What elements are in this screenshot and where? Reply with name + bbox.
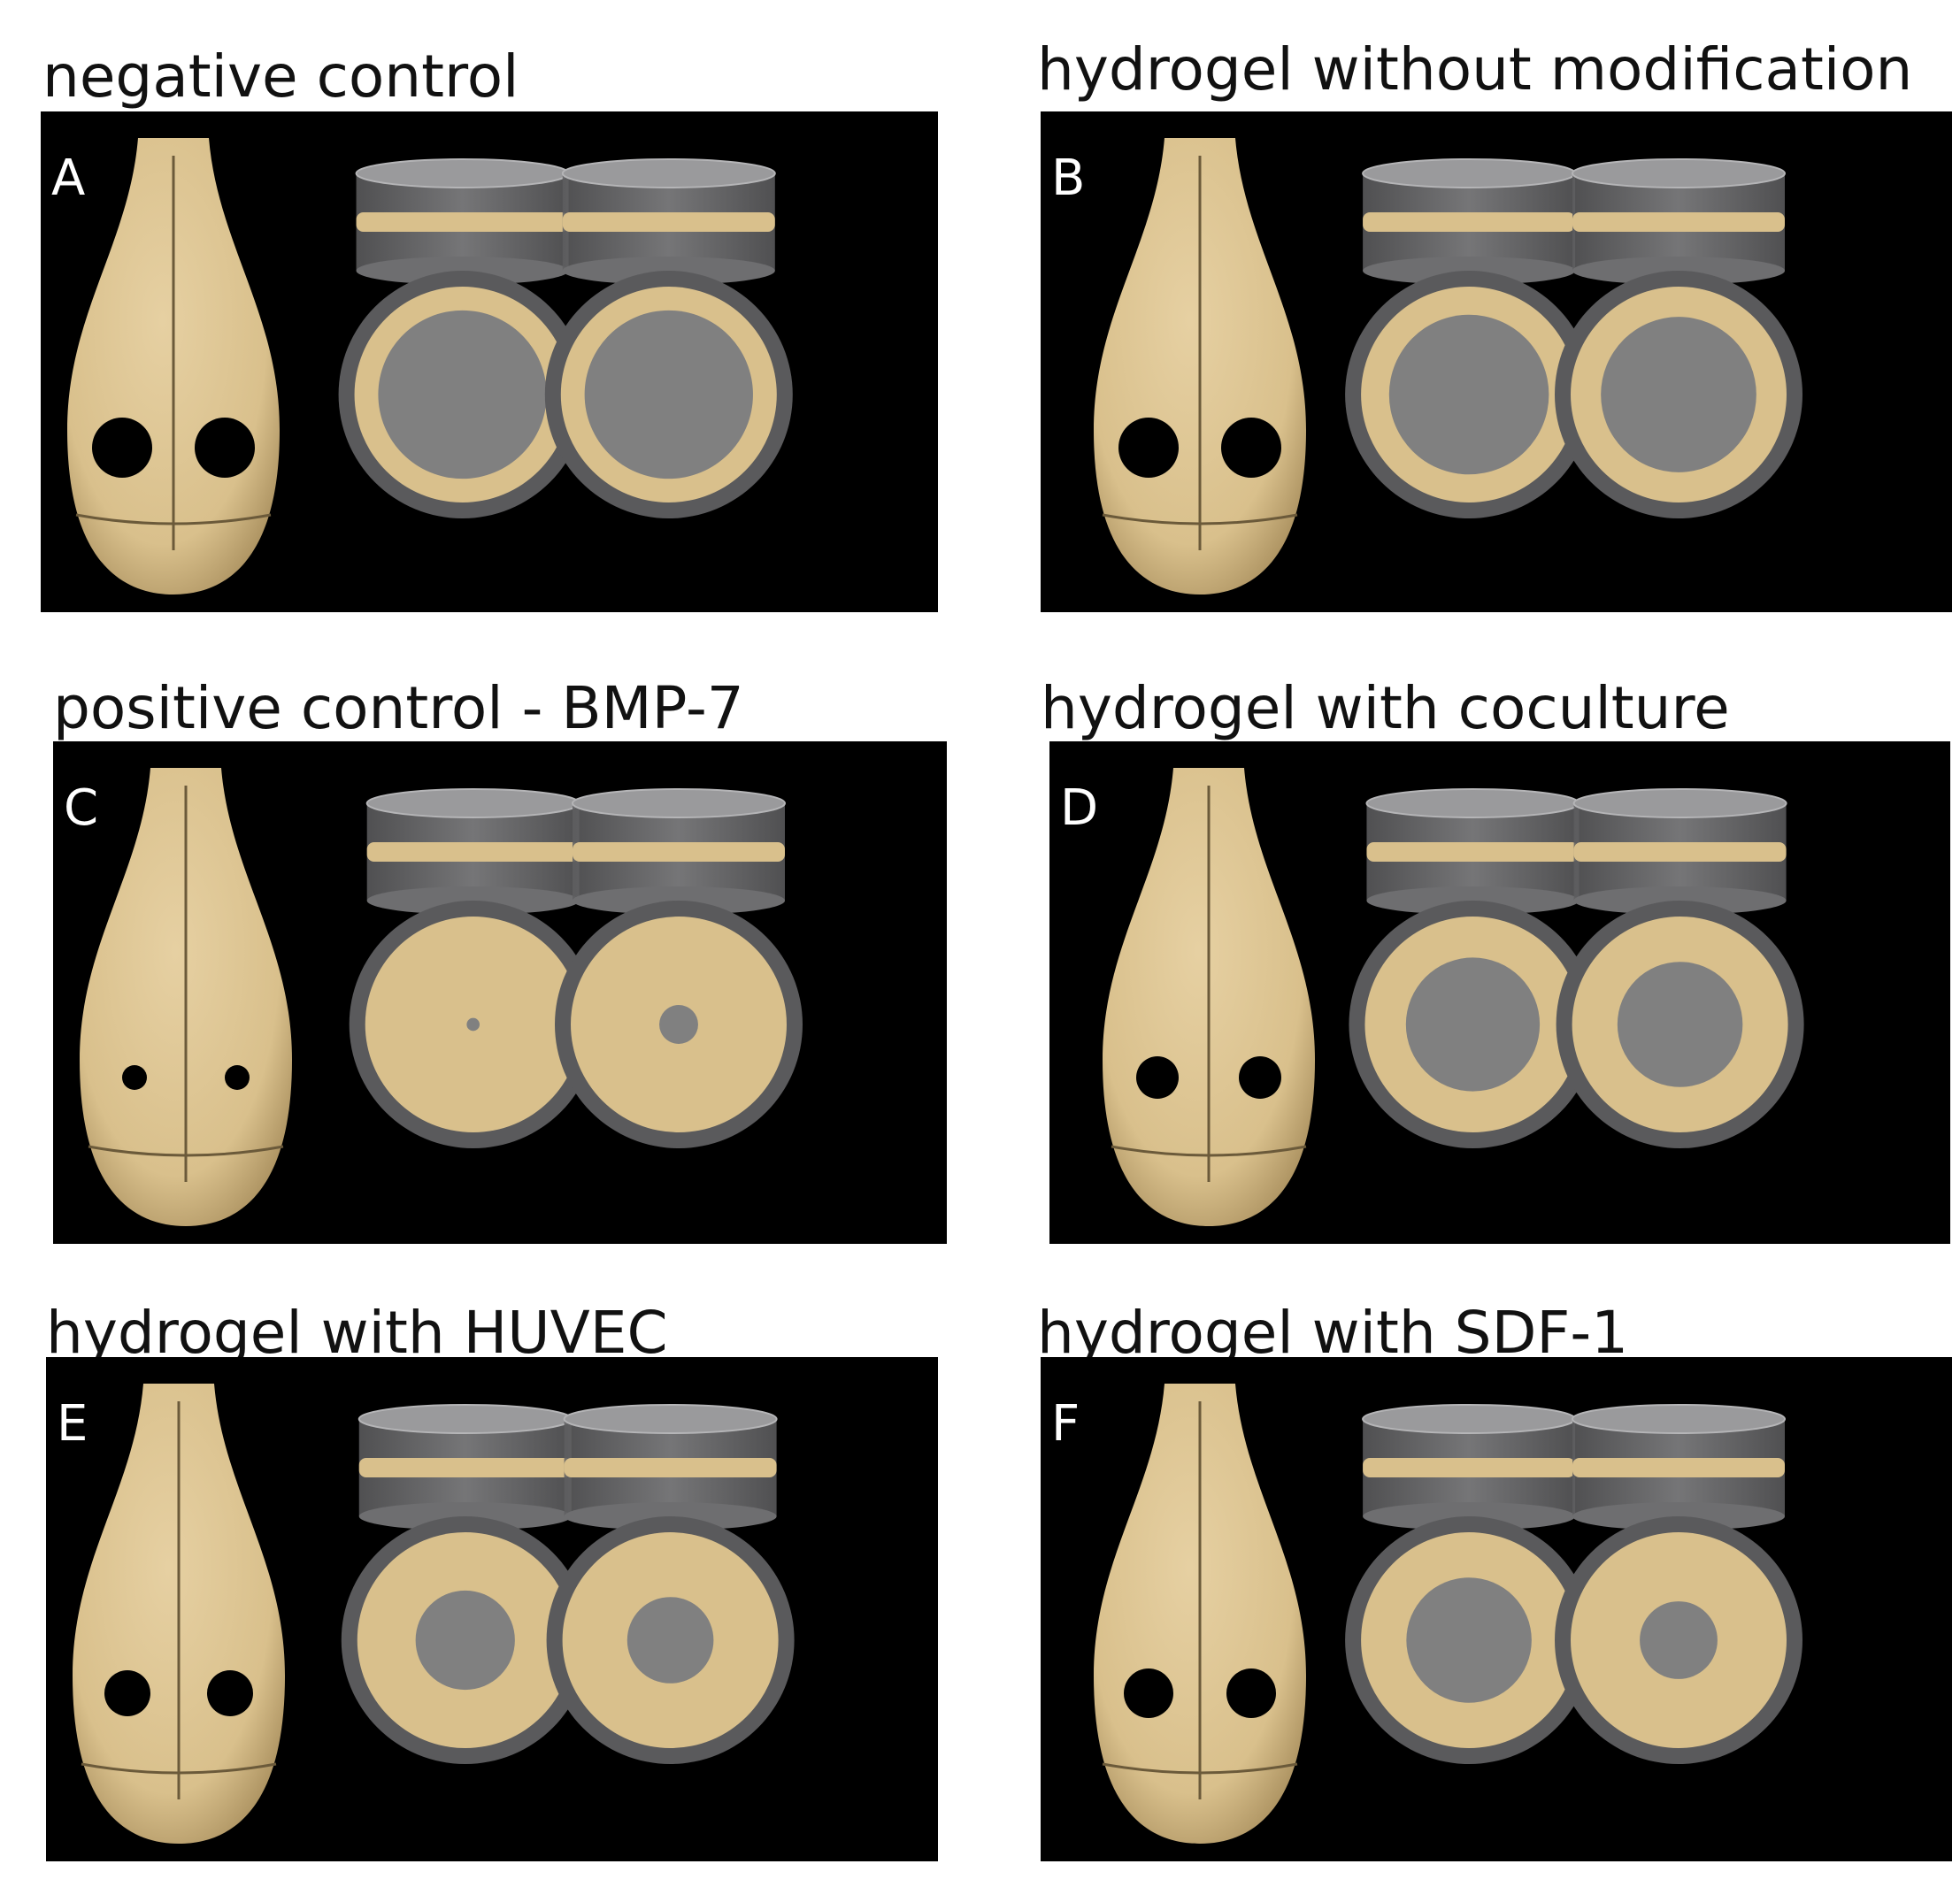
skull-f bbox=[1094, 1384, 1306, 1844]
side-view-cylinder-c-1 bbox=[365, 788, 580, 915]
panel-d-illustration bbox=[1103, 768, 1804, 1226]
skull-c bbox=[80, 768, 292, 1226]
side-view-cylinder-d-1 bbox=[1365, 788, 1580, 915]
panel-e-letter: E bbox=[57, 1395, 88, 1453]
top-view-ring-a-1 bbox=[338, 271, 587, 518]
panel-b-illustration bbox=[1094, 138, 1802, 594]
panel-d-letter: D bbox=[1060, 779, 1099, 837]
panel-c: C bbox=[53, 741, 947, 1244]
side-view-cylinder-f-1 bbox=[1362, 1404, 1577, 1530]
panel-f-letter: F bbox=[1051, 1395, 1080, 1453]
side-view-cylinder-a-2 bbox=[561, 158, 776, 285]
top-view-ring-f-2 bbox=[1555, 1516, 1802, 1764]
skull-b bbox=[1094, 138, 1306, 594]
panel-e: E bbox=[46, 1357, 938, 1861]
panel-a-illustration bbox=[67, 138, 793, 594]
panel-a: A bbox=[41, 111, 938, 612]
side-view-cylinder-c-2 bbox=[572, 788, 786, 915]
top-view-ring-d-1 bbox=[1349, 901, 1597, 1148]
skull-a bbox=[67, 138, 280, 594]
panel-c-illustration bbox=[80, 768, 803, 1226]
top-view-ring-e-2 bbox=[546, 1516, 795, 1764]
top-view-ring-f-1 bbox=[1345, 1516, 1594, 1764]
side-view-cylinder-e-1 bbox=[357, 1404, 573, 1530]
panel-e-illustration bbox=[73, 1384, 795, 1844]
top-view-ring-c-1 bbox=[349, 901, 597, 1148]
panel-b-title: hydrogel without modification bbox=[1037, 35, 1913, 104]
top-view-ring-b-1 bbox=[1345, 271, 1594, 518]
panel-f-illustration bbox=[1094, 1384, 1802, 1844]
top-view-ring-c-2 bbox=[555, 901, 803, 1148]
side-view-cylinder-d-2 bbox=[1572, 788, 1787, 915]
panel-a-title: negative control bbox=[42, 42, 519, 111]
panel-f: F bbox=[1041, 1357, 1952, 1861]
side-view-cylinder-a-1 bbox=[355, 158, 570, 285]
side-view-cylinder-f-2 bbox=[1572, 1404, 1786, 1530]
panel-e-title: hydrogel with HUVEC bbox=[46, 1299, 668, 1367]
panel-d-title: hydrogel with coculture bbox=[1041, 674, 1730, 742]
skull-e bbox=[73, 1384, 285, 1844]
side-view-cylinder-e-2 bbox=[563, 1404, 778, 1530]
panel-d: D bbox=[1049, 741, 1950, 1244]
panel-b-letter: B bbox=[1051, 150, 1086, 207]
side-view-cylinder-b-1 bbox=[1362, 158, 1577, 285]
panel-c-title: positive control - BMP-7 bbox=[53, 674, 744, 742]
top-view-ring-a-2 bbox=[544, 271, 793, 518]
side-view-cylinder-b-2 bbox=[1572, 158, 1786, 285]
panel-c-letter: C bbox=[64, 779, 99, 837]
panel-f-title: hydrogel with SDF-1 bbox=[1037, 1299, 1629, 1367]
top-view-ring-b-2 bbox=[1555, 271, 1802, 518]
top-view-ring-d-2 bbox=[1556, 901, 1804, 1148]
top-view-ring-e-1 bbox=[341, 1516, 589, 1764]
panel-b: B bbox=[1041, 111, 1952, 612]
panel-a-letter: A bbox=[51, 150, 86, 207]
skull-d bbox=[1103, 768, 1315, 1226]
